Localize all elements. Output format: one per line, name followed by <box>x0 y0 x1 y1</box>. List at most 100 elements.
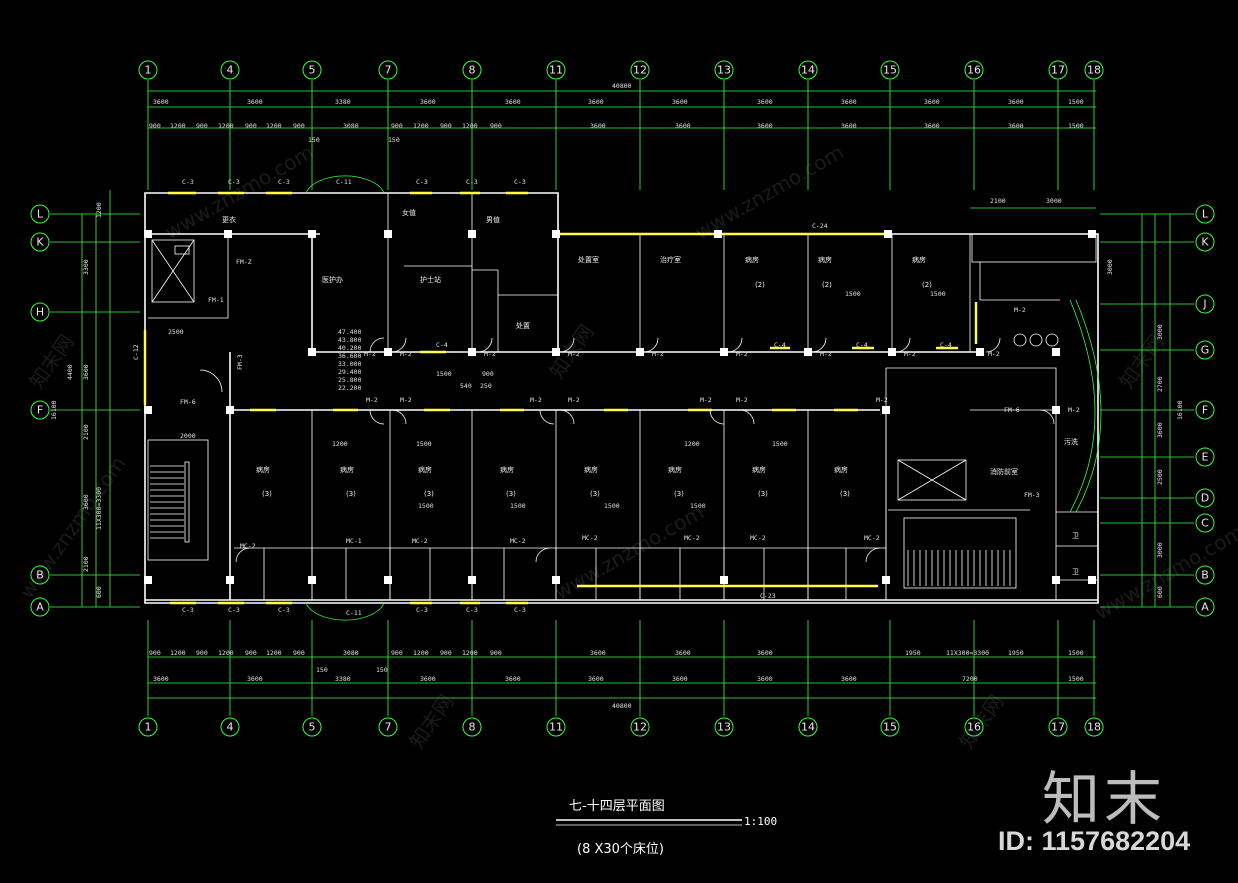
svg-text:F: F <box>1202 404 1208 417</box>
svg-text:13: 13 <box>717 64 731 77</box>
svg-text:14: 14 <box>801 721 815 734</box>
axis-bubble-bottom: 5 <box>302 717 322 737</box>
axis-bubble-bottom: 1 <box>138 717 158 737</box>
svg-text:3600: 3600 <box>505 675 521 683</box>
axis-bubble-top: 4 <box>220 60 240 80</box>
svg-text:900: 900 <box>391 649 403 657</box>
svg-text:12: 12 <box>633 721 647 734</box>
drawing-scale: 1:100 <box>744 815 778 828</box>
svg-text:M-2: M-2 <box>400 396 412 404</box>
svg-text:M-2: M-2 <box>736 350 748 358</box>
svg-text:C-12: C-12 <box>132 344 140 360</box>
svg-text:MC-1: MC-1 <box>346 537 362 545</box>
svg-text:3600: 3600 <box>588 675 604 683</box>
svg-text:15: 15 <box>883 64 897 77</box>
svg-text:1500: 1500 <box>1068 98 1084 106</box>
room-ward-label: 病房 <box>912 255 926 264</box>
svg-text:M-2: M-2 <box>904 350 916 358</box>
room-therapy: 治疗室 <box>660 255 681 264</box>
svg-text:18: 18 <box>1087 64 1101 77</box>
svg-text:33.000: 33.000 <box>338 360 362 368</box>
svg-text:150: 150 <box>376 666 388 674</box>
svg-text:3600: 3600 <box>153 675 169 683</box>
svg-text:知末网: 知末网 <box>404 690 458 753</box>
watermark-id: ID: 1157682204 <box>998 826 1191 856</box>
svg-text:3600: 3600 <box>1008 98 1024 106</box>
svg-text:M-2: M-2 <box>876 396 888 404</box>
svg-text:47.400: 47.400 <box>338 328 362 336</box>
room-toilet: 卫 <box>1072 568 1079 576</box>
column <box>720 348 728 356</box>
svg-text:11X300=3300: 11X300=3300 <box>946 649 989 657</box>
svg-text:2100: 2100 <box>990 197 1006 205</box>
axis-bubble-bottom: 15 <box>880 717 900 737</box>
svg-text:5: 5 <box>309 721 316 734</box>
svg-text:3600: 3600 <box>153 98 169 106</box>
svg-text:MC-2: MC-2 <box>412 537 428 545</box>
column <box>1052 576 1060 584</box>
axis-bubble-left: F <box>30 400 50 420</box>
room-treatment: 处置 <box>516 321 530 330</box>
watermark-pattern: 知末网 www.znzmo.com www.znzmo.com 知末网 www.… <box>14 140 1238 753</box>
svg-text:900: 900 <box>391 122 403 130</box>
room-ward-label: 病房 <box>584 465 598 474</box>
column <box>882 576 890 584</box>
svg-text:1500: 1500 <box>604 502 620 510</box>
svg-text:G: G <box>1201 344 1210 357</box>
svg-text:3600: 3600 <box>420 98 436 106</box>
svg-text:600: 600 <box>95 586 103 598</box>
svg-text:知末网: 知末网 <box>24 330 78 393</box>
svg-text:3600: 3600 <box>82 364 90 380</box>
svg-text:M-2: M-2 <box>1068 406 1080 414</box>
svg-text:C-3: C-3 <box>416 606 428 614</box>
room-ward-label: 病房 <box>752 465 766 474</box>
svg-text:3600: 3600 <box>590 122 606 130</box>
room-ward-beds: (3) <box>506 490 516 498</box>
svg-text:11: 11 <box>549 64 563 77</box>
svg-text:FM-3: FM-3 <box>236 354 244 370</box>
svg-text:3600: 3600 <box>924 98 940 106</box>
windows <box>143 191 978 605</box>
svg-text:3000: 3000 <box>1156 324 1164 340</box>
room-ward-label: 病房 <box>668 465 682 474</box>
svg-text:1200: 1200 <box>266 649 282 657</box>
svg-text:3300: 3300 <box>82 259 90 275</box>
svg-text:22.200: 22.200 <box>338 384 362 392</box>
column <box>804 348 812 356</box>
svg-text:M-2: M-2 <box>652 350 664 358</box>
axis-bubble-top: 14 <box>798 60 818 80</box>
svg-text:3600: 3600 <box>841 98 857 106</box>
svg-text:A: A <box>36 601 44 614</box>
axis-bubble-top: 17 <box>1048 60 1068 80</box>
svg-text:M-2: M-2 <box>530 396 542 404</box>
svg-text:900: 900 <box>196 122 208 130</box>
svg-text:12: 12 <box>633 64 647 77</box>
svg-text:40.200: 40.200 <box>338 344 362 352</box>
room-ward-label: 病房 <box>418 465 432 474</box>
svg-text:2700: 2700 <box>1156 376 1164 392</box>
axis-bubble-left: A <box>30 597 50 617</box>
svg-text:900: 900 <box>196 649 208 657</box>
svg-text:C-24: C-24 <box>812 222 828 230</box>
svg-text:17: 17 <box>1051 721 1065 734</box>
room-ward-beds: (3) <box>840 490 850 498</box>
room-doctor-office: 医护办 <box>322 275 343 284</box>
svg-text:3600: 3600 <box>588 98 604 106</box>
drawing-subtitle: (8 X30个床位) <box>577 842 664 857</box>
room-ward-label: 病房 <box>256 465 270 474</box>
svg-text:M-2: M-2 <box>364 350 376 358</box>
axis-bubble-bottom: 4 <box>220 717 240 737</box>
svg-text:900: 900 <box>440 649 452 657</box>
svg-text:40800: 40800 <box>612 82 632 90</box>
svg-text:18: 18 <box>1087 721 1101 734</box>
svg-text:D: D <box>1201 492 1209 505</box>
axis-bubble-left: L <box>30 204 50 224</box>
column <box>1088 230 1096 238</box>
svg-text:4400: 4400 <box>66 364 74 380</box>
svg-text:1500: 1500 <box>416 440 432 448</box>
axis-bubble-right: C <box>1195 513 1215 533</box>
svg-text:FM-Z: FM-Z <box>236 258 252 266</box>
column <box>384 348 392 356</box>
svg-text:C-3: C-3 <box>278 178 290 186</box>
svg-text:8: 8 <box>469 721 476 734</box>
